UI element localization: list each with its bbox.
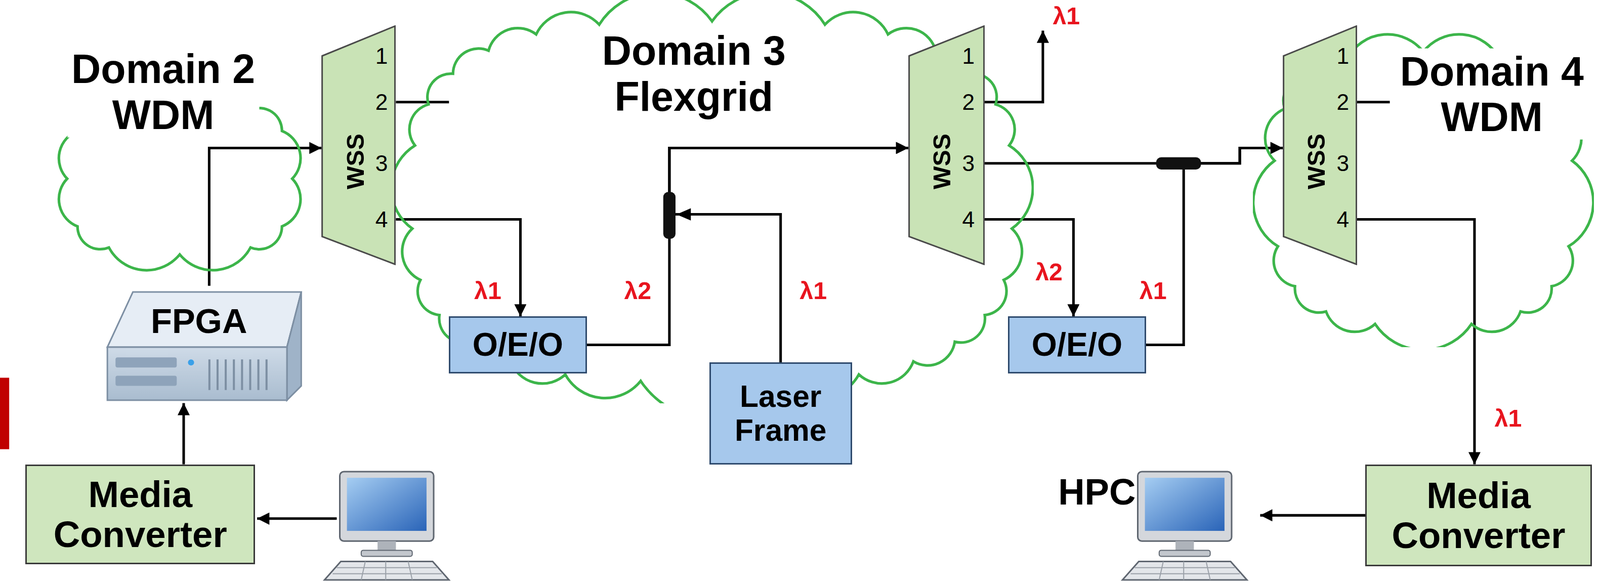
fiber-link xyxy=(208,147,322,286)
edge-bar xyxy=(0,377,10,449)
domain-label: Domain 3 Flexgrid xyxy=(598,27,790,120)
port-number: 1 xyxy=(375,43,389,69)
port-number: 1 xyxy=(1336,43,1350,69)
port-number: 1 xyxy=(961,43,975,69)
drop-wire xyxy=(984,30,1043,103)
device-label: O/E/O xyxy=(472,326,564,363)
fpga-server: FPGA xyxy=(97,285,307,404)
signal-wire xyxy=(257,517,337,520)
hpc-computer: HPC xyxy=(1050,471,1260,584)
device-label: FPGA xyxy=(150,302,247,342)
fiber-link xyxy=(395,219,521,317)
wss-switch: WSS 1 2 3 4 xyxy=(1282,25,1358,266)
fiber-link xyxy=(1259,514,1366,517)
device-label: Media Converter xyxy=(37,474,244,556)
fiber-link xyxy=(669,147,909,362)
wss-shape xyxy=(908,26,984,265)
device-box: Media Converter xyxy=(25,464,256,565)
device-label: Laser Frame xyxy=(721,379,841,447)
arrow-head xyxy=(676,208,691,221)
fiber-link xyxy=(586,147,909,345)
wavelength-label: λ2 xyxy=(1033,259,1065,286)
wavelength-label: λ1 xyxy=(1050,3,1082,30)
wss-label: WSS xyxy=(1302,133,1330,190)
port-number: 3 xyxy=(961,150,975,177)
coupler xyxy=(663,191,676,239)
port-number: 3 xyxy=(375,150,389,177)
network-cloud: Domain 4 WDM WSS 1 2 3 4 xyxy=(1252,20,1594,347)
wavelength-label: λ1 xyxy=(472,277,503,305)
wss-label: WSS xyxy=(341,133,369,190)
port-stub xyxy=(395,100,1390,104)
wss-label: WSS xyxy=(928,133,956,190)
port-number: 4 xyxy=(1336,206,1350,233)
wss-shape xyxy=(322,26,396,265)
port-number: 4 xyxy=(961,206,975,233)
port-number: 2 xyxy=(375,89,389,115)
fiber-link xyxy=(1146,147,1283,345)
wavelength-label: λ1 xyxy=(1493,404,1524,432)
wavelength-label: λ1 xyxy=(797,277,829,305)
device-box: Media Converter xyxy=(1365,464,1592,567)
computer-icon xyxy=(1122,471,1247,580)
network-cloud: Domain 2 WDM xyxy=(46,51,314,276)
wavelength-label: λ2 xyxy=(622,277,653,305)
wss-switch: WSS 1 2 3 4 xyxy=(321,25,396,266)
computer-label: HPC xyxy=(1058,471,1136,513)
port-number: 3 xyxy=(1336,150,1350,177)
domain-label: Domain 2 WDM xyxy=(67,46,260,138)
fiber-link xyxy=(182,403,185,465)
wavelength-label: λ1 xyxy=(1138,277,1169,305)
wss-switch: WSS 1 2 3 4 xyxy=(908,25,985,266)
device-box: Laser Frame xyxy=(709,362,853,465)
domain-label: Domain 4 WDM xyxy=(1396,48,1588,140)
cloud-outline xyxy=(391,0,1034,404)
port-number: 2 xyxy=(961,89,975,115)
port-number: 2 xyxy=(1336,89,1350,115)
fiber-link xyxy=(984,219,1074,317)
device-box: O/E/O xyxy=(1007,316,1146,374)
coupler xyxy=(1156,157,1202,170)
fiber-link xyxy=(1357,219,1475,465)
wss-shape xyxy=(1283,26,1357,265)
device-label: Media Converter xyxy=(1376,475,1580,557)
fiber-link xyxy=(984,147,1283,163)
device-box: O/E/O xyxy=(448,316,587,374)
port-number: 4 xyxy=(375,206,389,233)
device-label: O/E/O xyxy=(1031,326,1123,363)
computer-icon xyxy=(324,471,449,580)
